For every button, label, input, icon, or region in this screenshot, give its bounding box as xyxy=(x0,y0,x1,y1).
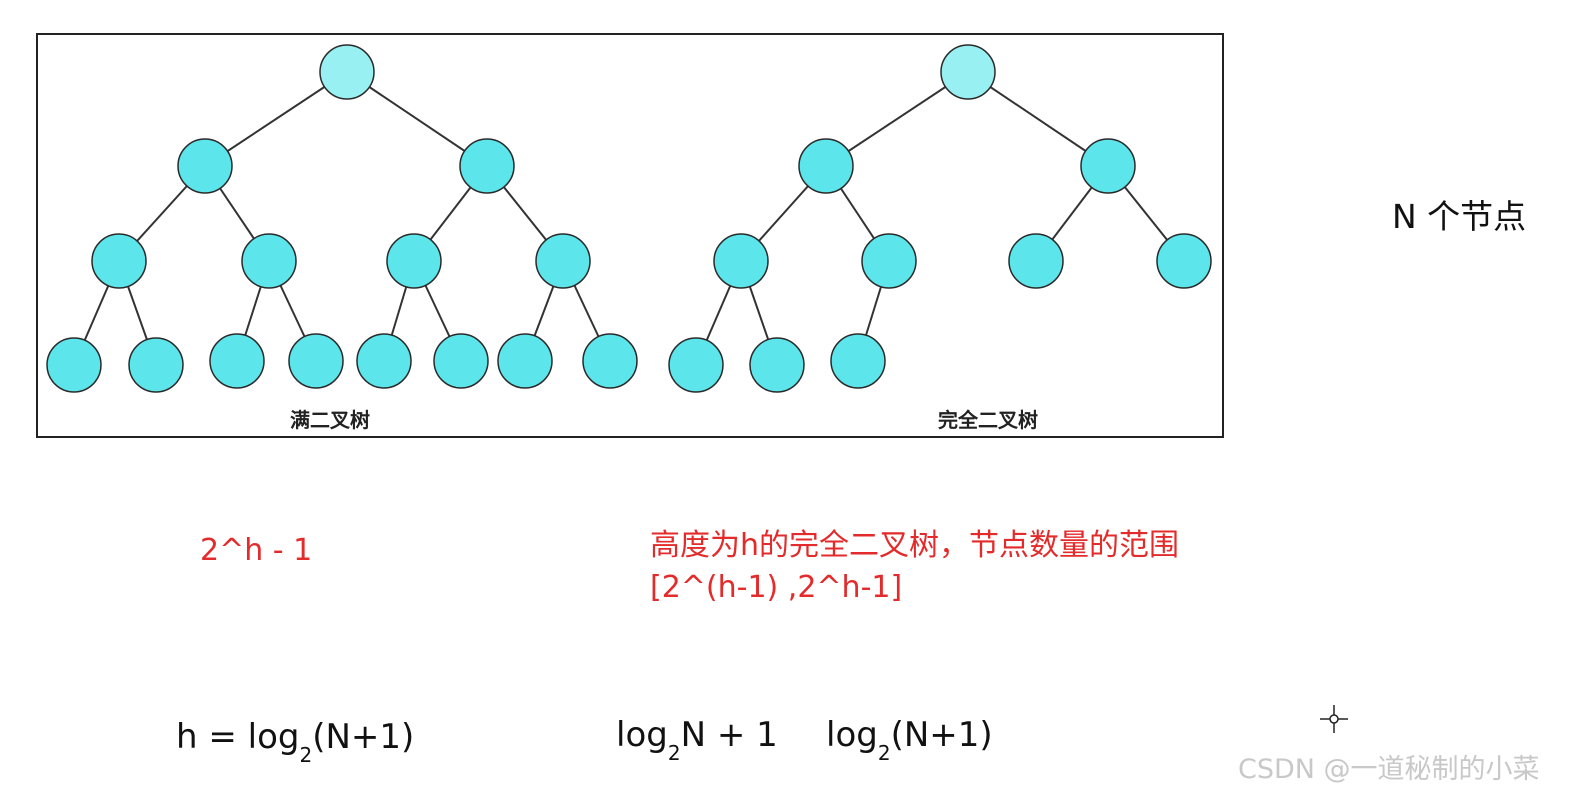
height-formula-base: 2 xyxy=(299,743,313,767)
full-tree-node-count: 2^h - 1 xyxy=(200,533,313,568)
height-formula: h = log2(N+1) xyxy=(176,717,415,765)
log-of-n-plus-one-formula: log2(N+1) xyxy=(826,715,993,763)
option-b-base: 2 xyxy=(667,741,681,765)
tree-diagram-frame xyxy=(36,33,1224,438)
complete-tree-range-description: 高度为h的完全二叉树，节点数量的范围 xyxy=(650,528,1180,563)
option-b-rest: N + 1 xyxy=(680,715,778,755)
complete-binary-tree-caption: 完全二叉树 xyxy=(938,408,1038,432)
complete-tree-range-value: [2^(h-1) ,2^h-1] xyxy=(650,570,903,605)
csdn-watermark: CSDN @一道秘制的小菜 xyxy=(1238,754,1540,785)
node-count-label: N 个节点 xyxy=(1392,197,1527,236)
log-n-plus-one-formula: log2N + 1 xyxy=(616,715,778,763)
option-b-prefix: log xyxy=(616,715,668,755)
full-binary-tree-caption: 满二叉树 xyxy=(290,408,370,432)
option-c-rest: (N+1) xyxy=(890,715,993,755)
option-c-base: 2 xyxy=(877,741,891,765)
height-formula-prefix: h = log xyxy=(176,717,300,757)
height-formula-arg: (N+1) xyxy=(312,717,415,757)
option-c-prefix: log xyxy=(826,715,878,755)
crosshair-cursor-icon xyxy=(1320,705,1348,733)
